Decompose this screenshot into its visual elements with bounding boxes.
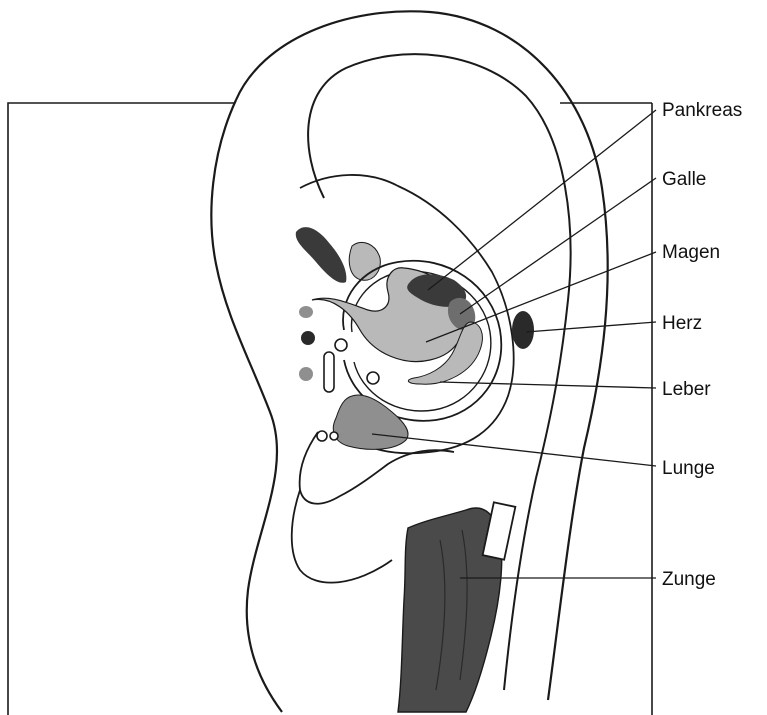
tragus-circle-4 [330, 432, 338, 440]
frame [8, 103, 235, 715]
label-herz: Herz [662, 313, 702, 334]
label-galle: Galle [662, 169, 706, 190]
lunge-zone [333, 395, 408, 449]
label-leber: Leber [662, 379, 711, 400]
leader-leber [440, 382, 656, 388]
tragus-point-3 [299, 367, 313, 381]
label-lunge: Lunge [662, 458, 715, 479]
antitragus [292, 490, 392, 583]
crus-dark-mark [296, 227, 347, 283]
zunge-white-tab [483, 502, 516, 559]
tragus-circle-2 [367, 372, 379, 384]
leader-galle [460, 178, 656, 314]
tragus-point-1 [299, 306, 313, 318]
label-pankreas: Pankreas [662, 100, 742, 121]
tragus-bar [324, 352, 334, 392]
tragus-circle-3 [317, 431, 327, 441]
herz-zone [512, 311, 534, 349]
label-zunge: Zunge [662, 569, 716, 590]
label-magen: Magen [662, 242, 720, 263]
leader-pankreas [428, 110, 656, 290]
tragus-circle-1 [335, 339, 347, 351]
leader-lunge [372, 434, 656, 466]
leader-herz [526, 322, 656, 332]
crus-light-shape [349, 242, 380, 280]
tragus-point-2 [301, 331, 315, 345]
